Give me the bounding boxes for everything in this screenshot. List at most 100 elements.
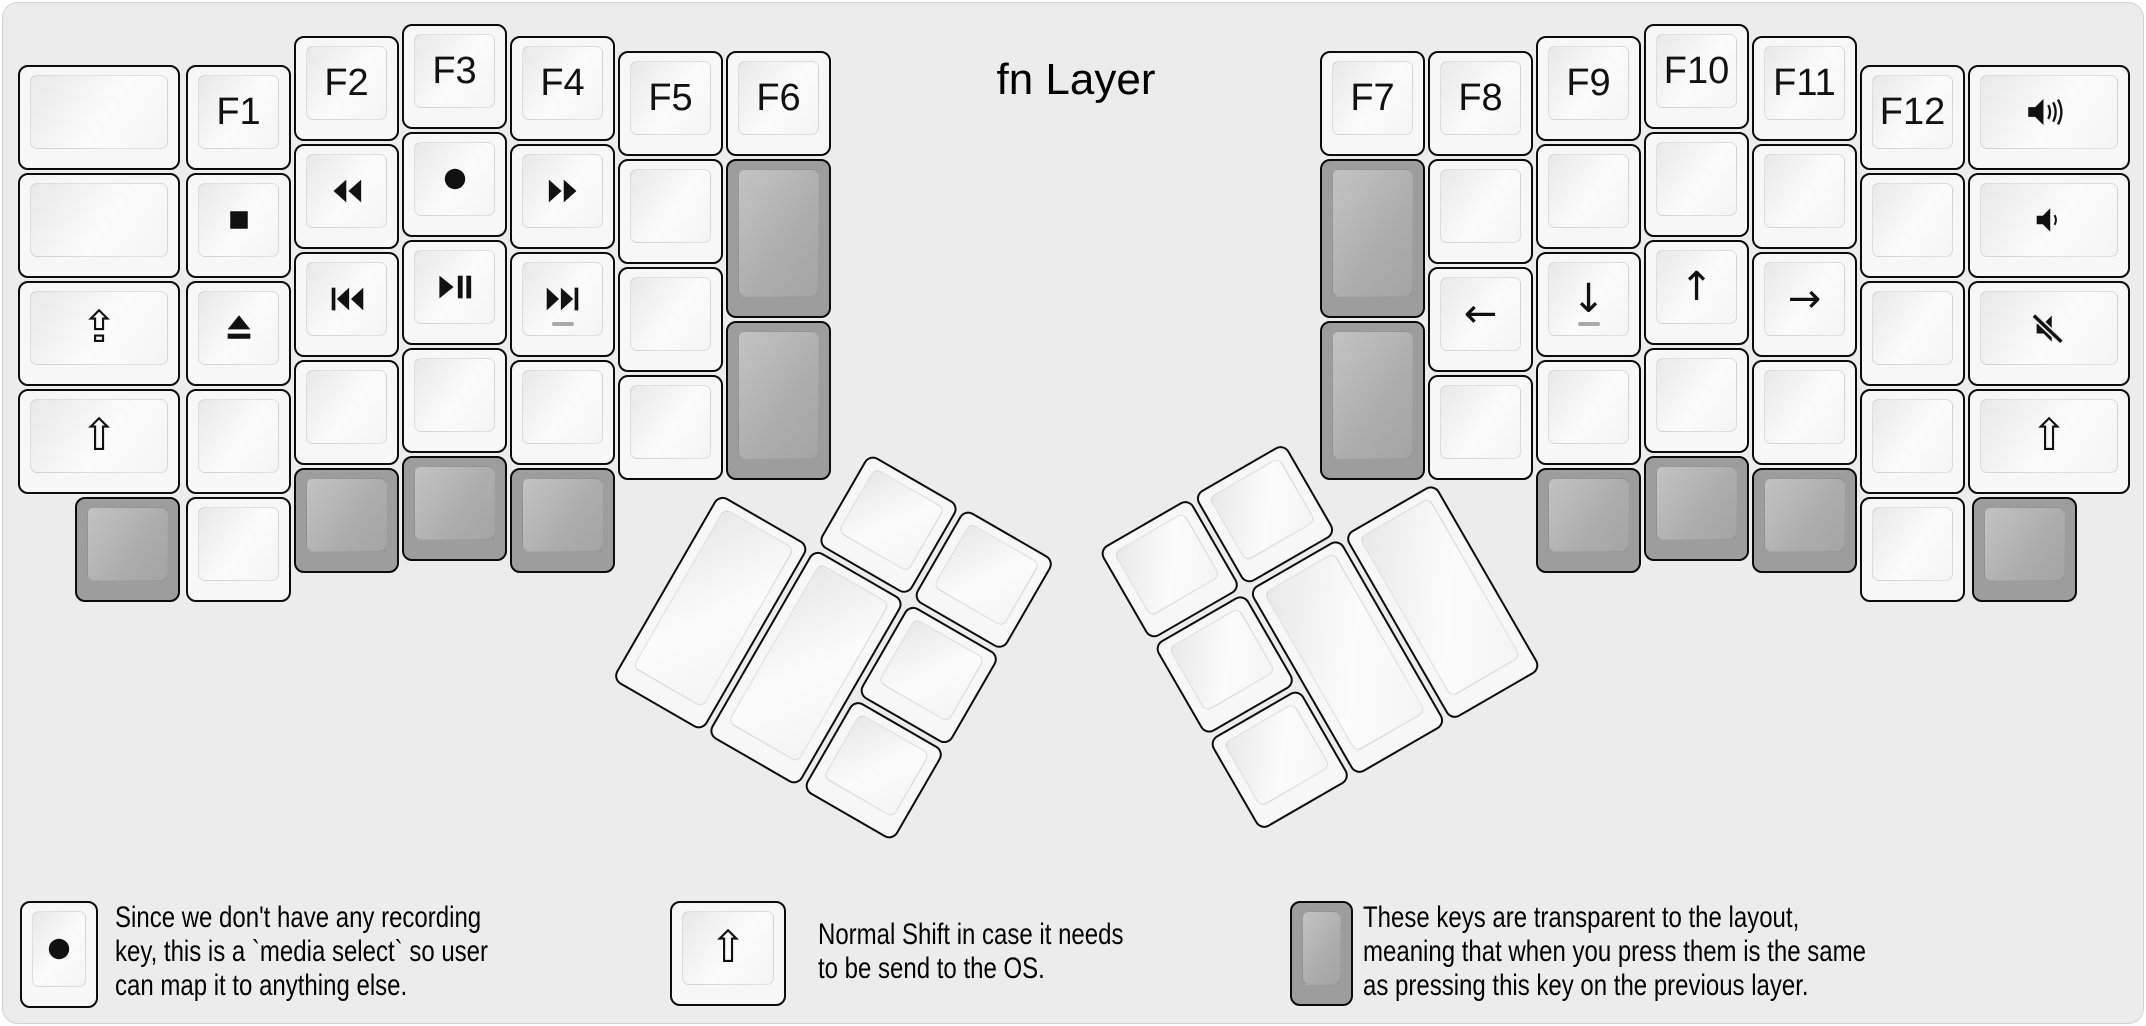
keytop: [522, 478, 603, 552]
key-blank[interactable]: [618, 375, 723, 480]
keytop: ⇧: [30, 399, 168, 473]
key-f12[interactable]: F12: [1860, 65, 1965, 170]
keytop: [522, 370, 603, 444]
key-label: F5: [648, 77, 693, 119]
key-transparent[interactable]: [726, 321, 831, 480]
key-blank[interactable]: [186, 389, 291, 494]
key-transparent[interactable]: [1644, 456, 1749, 561]
key-transparent[interactable]: [1972, 497, 2077, 602]
key-transparent[interactable]: [1536, 468, 1641, 573]
key-stop[interactable]: [186, 173, 291, 278]
key-blank[interactable]: [1752, 144, 1857, 249]
keytop: [306, 154, 387, 228]
key-blank[interactable]: [18, 65, 180, 170]
key-blank[interactable]: [1536, 144, 1641, 249]
prev-track-icon: [327, 282, 367, 316]
key-f6[interactable]: F6: [726, 51, 831, 156]
keytop: [1440, 169, 1521, 243]
key-record[interactable]: [402, 132, 507, 237]
mute-icon: [2027, 310, 2071, 346]
keytop: [198, 291, 279, 365]
key-transparent[interactable]: [726, 159, 831, 318]
key-play-pause[interactable]: [402, 240, 507, 345]
key-blank[interactable]: [1860, 497, 1965, 602]
key-transparent[interactable]: [510, 468, 615, 573]
key-transparent[interactable]: [1752, 468, 1857, 573]
key-label: F8: [1458, 77, 1503, 119]
arrow-up-icon: ↑: [1679, 264, 1714, 310]
keytop: [306, 478, 387, 552]
record-icon: [42, 932, 76, 966]
key-transparent[interactable]: [1320, 159, 1425, 318]
key-arrow-left[interactable]: ←: [1428, 267, 1533, 372]
key-arrow-down[interactable]: ↓: [1536, 252, 1641, 357]
key-eject[interactable]: [186, 281, 291, 386]
key-rewind[interactable]: [294, 144, 399, 249]
key-blank[interactable]: [1860, 173, 1965, 278]
key-blank[interactable]: [1428, 159, 1533, 264]
key-f3[interactable]: F3: [402, 24, 507, 129]
key-f10[interactable]: F10: [1644, 24, 1749, 129]
key-transparent[interactable]: [1320, 321, 1425, 480]
arrow-left-icon: ←: [1463, 291, 1498, 337]
key-fast-forward[interactable]: [510, 144, 615, 249]
key-label: F7: [1350, 77, 1395, 119]
keytop: [1548, 154, 1629, 228]
key-blank[interactable]: [1752, 360, 1857, 465]
key-prev-track[interactable]: [294, 252, 399, 357]
key-f5[interactable]: F5: [618, 51, 723, 156]
key-blank[interactable]: [1428, 375, 1533, 480]
keytop: [1980, 291, 2118, 365]
key-f9[interactable]: F9: [1536, 36, 1641, 141]
keytop: F9: [1548, 46, 1629, 120]
key-f1[interactable]: F1: [186, 65, 291, 170]
key-blank[interactable]: [294, 360, 399, 465]
keytop: [1764, 370, 1845, 444]
key-f7[interactable]: F7: [1320, 51, 1425, 156]
keytop: F7: [1332, 61, 1413, 135]
eject-icon: [222, 311, 256, 345]
key-f8[interactable]: F8: [1428, 51, 1533, 156]
key-volume-up[interactable]: [1968, 65, 2130, 170]
key-blank[interactable]: [402, 348, 507, 453]
key-blank[interactable]: [510, 360, 615, 465]
key-transparent[interactable]: [75, 497, 180, 602]
legend-text-transparent: These keys are transparent to the layout…: [1363, 901, 1866, 1002]
key-blank[interactable]: [618, 159, 723, 264]
key-f4[interactable]: F4: [510, 36, 615, 141]
key-transparent[interactable]: [294, 468, 399, 573]
key-mute[interactable]: [1968, 281, 2130, 386]
key-arrow-right[interactable]: →: [1752, 252, 1857, 357]
keytop: ←: [1440, 277, 1521, 351]
key-shift-right[interactable]: ⇧: [1968, 389, 2130, 494]
key-blank[interactable]: [1860, 281, 1965, 386]
key-caps-lock[interactable]: ⇪: [18, 281, 180, 386]
key-f2[interactable]: F2: [294, 36, 399, 141]
keytop: [630, 277, 711, 351]
keytop: [1984, 507, 2065, 581]
key-label: F11: [1773, 62, 1836, 104]
key-blank[interactable]: [1644, 348, 1749, 453]
keytop: [630, 169, 711, 243]
key-blank[interactable]: [618, 267, 723, 372]
keytop: F3: [414, 34, 495, 108]
keytop: ↓: [1548, 262, 1629, 336]
key-blank[interactable]: [18, 173, 180, 278]
keytop: [1223, 702, 1331, 808]
key-shift-left[interactable]: ⇧: [18, 389, 180, 494]
key-blank[interactable]: [1644, 132, 1749, 237]
key-blank[interactable]: [1860, 389, 1965, 494]
key-volume-down[interactable]: [1968, 173, 2130, 278]
key-blank[interactable]: [186, 497, 291, 602]
keytop: [630, 385, 711, 459]
key-blank[interactable]: [1536, 360, 1641, 465]
key-arrow-up[interactable]: ↑: [1644, 240, 1749, 345]
stop-icon: [224, 205, 254, 235]
legend-key-record: [20, 901, 98, 1008]
key-f11[interactable]: F11: [1752, 36, 1857, 141]
key-next-track[interactable]: [510, 252, 615, 357]
keytop: [522, 154, 603, 228]
key-transparent[interactable]: [402, 456, 507, 561]
keytop: [1764, 478, 1845, 552]
